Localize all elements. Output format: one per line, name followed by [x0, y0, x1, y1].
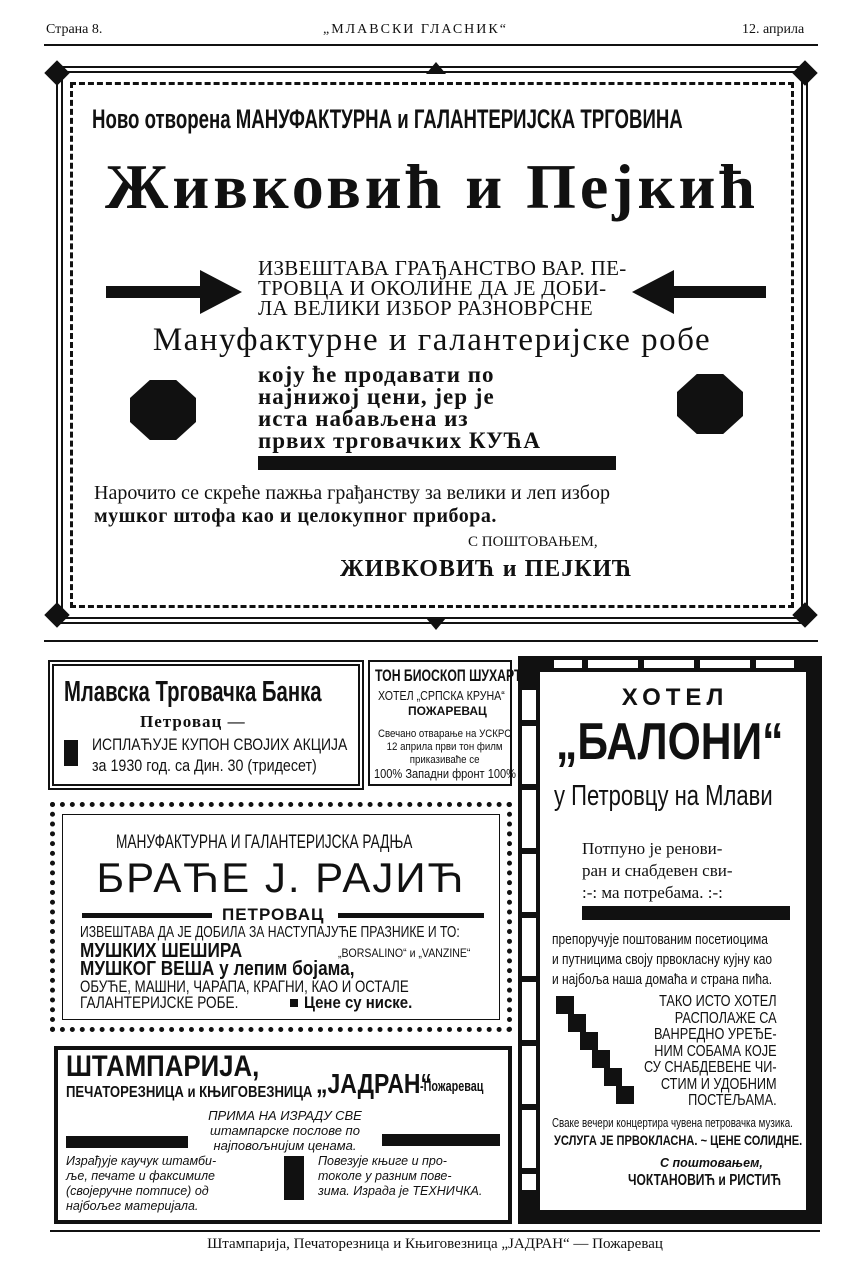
rajic-ad [50, 802, 512, 1032]
rajic-ad-line: ОБУЋЕ, МАШНИ, ЧАРАПА, КРАГНИ, КАО И ОСТА… [80, 977, 409, 996]
arrow-left-icon [672, 286, 766, 298]
main-ad-headline: Ново отворена МАНУФАКТУРНА и ГАЛАНТЕРИЈС… [92, 104, 683, 134]
hotel-ad-recommend: препоручује поштованим посетиоцима и пут… [552, 931, 773, 988]
rajic-ad-line: МУШКИХ ШЕШИРА [80, 940, 243, 962]
main-ad-inner-border [70, 82, 794, 608]
hotel-ad-right-band [806, 656, 822, 1224]
octagon-ornament-icon [130, 380, 196, 440]
bank-ad-text: ИСПЛАЋУЈЕ КУПОН СВОЈИХ АКЦИЈА [92, 735, 348, 754]
print-ad-stamps: Израђује каучук штамби- ље, печате и фак… [66, 1154, 217, 1213]
print-ad-sub: ПЕЧАТОРЕЗНИЦА и КЊИГОВЕЗНИЦА [66, 1084, 313, 1101]
main-ad-signature: ЖИВКОВИЋ и ПЕЈКИЋ [340, 556, 633, 582]
main-ad-regards: С ПОШТОВАЊЕМ, [468, 534, 598, 550]
cinema-ad-film: 100% Западни фронт 100% [374, 766, 516, 781]
cinema-ad-lines: Свечано отварање на УСКРС 12 априла први… [378, 728, 512, 766]
octagon-ornament-icon [677, 374, 743, 434]
rajic-ad-line: ИЗВЕШТАВА ДА ЈЕ ДОБИЛА ЗА НАСТУПАЈУЋЕ ПР… [80, 924, 460, 941]
main-ad-notice: ИЗВЕШТАВА ГРАЂАНСТВО ВАР. ПЕ- ТРОВЦА И О… [258, 256, 627, 320]
arrow-right-head-icon [200, 270, 242, 314]
bank-ad-town: Петровац — [140, 712, 246, 731]
print-ad-services: ПРИМА НА ИЗРАДУ СВЕ штампарске послове п… [208, 1108, 362, 1153]
main-ad-bar [258, 456, 616, 470]
hotel-ad-pattern [522, 690, 536, 1190]
hotel-ad-bar [582, 906, 790, 920]
staircase-ornament-icon [592, 1050, 610, 1068]
arrow-left-head-icon [632, 270, 674, 314]
print-ad-block [284, 1156, 304, 1200]
hotel-ad-regards: С поштовањем, [660, 1156, 763, 1170]
staircase-ornament-icon [604, 1068, 622, 1086]
staircase-ornament-icon [568, 1014, 586, 1032]
main-ad [44, 60, 818, 630]
bank-ad [48, 660, 364, 790]
cinema-ad-hotel: ХОТЕЛ „СРПСКА КРУНА“ [378, 688, 505, 703]
bank-ad-title: Млавска Трговачка Банка [64, 676, 322, 708]
section-rule [44, 640, 818, 642]
print-ad [54, 1046, 512, 1224]
rajic-ad-inner [62, 814, 500, 1020]
hotel-ad-place: у Петровцу на Млави [554, 780, 773, 812]
main-ad-firm-name: Живковић и Пејкић [105, 151, 759, 222]
hotel-ad-signature: ЧОКТАНОВИЋ и РИСТИЋ [628, 1172, 782, 1189]
header-rule [44, 44, 818, 46]
rajic-ad-prices: Цене су ниске. [304, 993, 413, 1012]
rajic-ad-kind: МАНУФАКТУРНА И ГАЛАНТЕРИЈСКА РАДЊА [116, 832, 413, 853]
rajic-ad-rule [82, 913, 212, 918]
rajic-ad-brands: „BORSALINO“ и „VANZINE“ [338, 946, 471, 960]
staircase-ornament-icon [580, 1032, 598, 1050]
hotel-ad-renovated: Потпуно је ренови- ран и снабдевен сви- … [582, 839, 733, 902]
footer-imprint: Штампарија, Печаторезница и Књиговезница… [207, 1236, 663, 1252]
main-ad-attention: Нарочито се скреће пажња грађанству за в… [94, 482, 610, 504]
hotel-ad-bottom-band [518, 1210, 822, 1224]
staircase-ornament-icon [616, 1086, 634, 1104]
issue-date: 12. априла [742, 22, 805, 37]
triangle-ornament-icon [426, 62, 446, 74]
arrow-right-icon [106, 286, 204, 298]
print-ad-bar [382, 1134, 500, 1146]
footer-rule [50, 1230, 820, 1232]
hotel-ad-music: Сваке вечери концертира чувена петровачк… [552, 1116, 793, 1130]
print-ad-name: „ЈАДРАН“ [316, 1068, 432, 1099]
hotel-ad-rooms: ТАКО ИСТО ХОТЕЛ РАСПОЛАЖЕ СА ВАНРЕДНО УР… [644, 993, 777, 1109]
main-ad-price-note: коју ће продавати по најнижој цени, јер … [258, 362, 541, 453]
bank-ad-text: за 1930 год. са Дин. 30 (тридесет) [92, 756, 317, 775]
main-ad-goods: Мануфактурне и галантеријске робе [152, 322, 712, 358]
square-ornament-icon [64, 740, 78, 766]
newspaper-title: „МЛАВСКИ ГЛАСНИК“ [323, 22, 508, 37]
rajic-ad-town: ПЕТРОВАЦ [222, 905, 325, 924]
rajic-ad-rule [338, 913, 484, 918]
main-ad-attention-goods: мушког штофа као и целокупног прибора. [94, 505, 497, 527]
page-number: Страна 8. [46, 22, 103, 37]
cinema-ad-town: ПОЖАРЕВАЦ [408, 704, 487, 718]
triangle-ornament-icon [426, 618, 446, 630]
staircase-ornament-icon [556, 996, 574, 1014]
hotel-ad-pattern [554, 660, 794, 668]
print-ad-title: ШТАМПАРИЈА, [66, 1050, 260, 1083]
print-ad-town: -Пожаревац [420, 1078, 484, 1095]
cinema-ad-title: ТОН БИОСКОП ШУХАРТ [375, 666, 522, 685]
hotel-ad-name: „БАЛОНИ“ [556, 713, 784, 771]
bullet-icon [290, 999, 298, 1007]
rajic-ad-name: БРАЋЕ Ј. РАЈИЋ [96, 854, 466, 901]
rajic-ad-line: ГАЛАНТЕРИЈСКЕ РОБЕ. [80, 993, 239, 1012]
cinema-ad [368, 660, 512, 786]
hotel-ad-service: УСЛУГА ЈЕ ПРВОКЛАСНА. ~ ЦЕНЕ СОЛИДНЕ. [554, 1133, 803, 1148]
print-ad-bar [66, 1136, 188, 1148]
hotel-ad-label: ХОТЕЛ [621, 684, 729, 711]
rajic-ad-line: МУШКОГ ВЕША у лепим бојама, [80, 958, 355, 980]
print-ad-binding: Повезује књиге и про- токоле у разним по… [318, 1154, 483, 1198]
